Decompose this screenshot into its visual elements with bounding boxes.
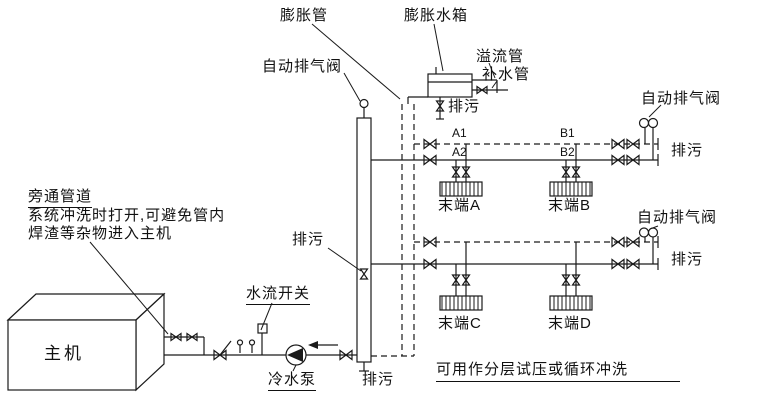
- drain-cock: [236, 339, 244, 354]
- terminal-a-label: 末端A: [438, 197, 482, 214]
- terminal-b-label: 末端B: [548, 197, 592, 214]
- bypass-note-line1: 系统冲洗时打开,可避免管内: [28, 207, 226, 224]
- bottom-pipe-assembly: [164, 323, 360, 366]
- terminal-b-unit: [549, 144, 593, 197]
- middle-drain-label: 排污: [671, 251, 704, 268]
- overflow-pipe: [472, 79, 498, 93]
- riser-drain-label: 排污: [292, 231, 325, 248]
- tap-a2-label: A2: [452, 145, 467, 159]
- expansion-tank: [427, 67, 508, 120]
- upper-drain-label: 排污: [671, 142, 704, 159]
- main-unit-box: [6, 292, 166, 392]
- flow-switch-label: 水流开关: [246, 285, 311, 305]
- middle-air-vent-label: 自动排气阀: [637, 209, 718, 226]
- bypass-valves: [164, 332, 205, 355]
- tap-b2-label: B2: [560, 145, 575, 159]
- tap-a1-label: A1: [452, 126, 467, 140]
- tank-drain-label: 排污: [448, 98, 481, 115]
- terminal-a-unit: [439, 144, 483, 197]
- expansion-pipe-label: 膨胀管: [280, 7, 329, 24]
- terminal-d-unit: [549, 242, 593, 311]
- terminal-d-label: 末端D: [548, 315, 592, 332]
- expansion-tank-label: 膨胀水箱: [404, 7, 469, 24]
- overflow-pipe-label: 溢流管: [476, 48, 525, 65]
- drain-cock: [248, 339, 256, 354]
- upper-loop: [371, 117, 659, 166]
- upper-air-vent-label: 自动排气阀: [641, 90, 722, 107]
- flow-arrow: [308, 341, 338, 349]
- pump-symbol: [285, 344, 307, 366]
- riser-air-vent-icon: [359, 98, 369, 109]
- makeup-pipe-label: 补水管: [482, 66, 531, 83]
- leader-lines: [89, 23, 662, 372]
- bypass-note-title: 旁通管道: [28, 188, 93, 208]
- middle-air-vent-icon: [638, 227, 659, 264]
- makeup-pipe: [472, 85, 508, 95]
- flow-switch-symbol: [257, 323, 268, 355]
- terminal-c-unit: [439, 242, 483, 311]
- expansion-pipe: [407, 96, 428, 104]
- shutoff-valve: [213, 340, 232, 361]
- main-unit-label: 主机: [44, 344, 84, 363]
- bottom-drain-label: 排污: [362, 371, 395, 388]
- tank-drain: [435, 97, 445, 120]
- footer-note-label: 可用作分层试压或循环冲洗: [436, 361, 680, 382]
- riser-air-vent-label: 自动排气阀: [262, 58, 343, 75]
- upper-air-vent-icon: [638, 117, 659, 160]
- supply-riser: [356, 98, 372, 372]
- return-riser-dashed: [371, 104, 415, 357]
- terminal-c-label: 末端C: [438, 315, 482, 332]
- bypass-note-line2: 焊渣等杂物进入主机: [28, 225, 173, 242]
- tap-b1-label: B1: [560, 126, 575, 140]
- pump-label: 冷水泵: [268, 371, 317, 391]
